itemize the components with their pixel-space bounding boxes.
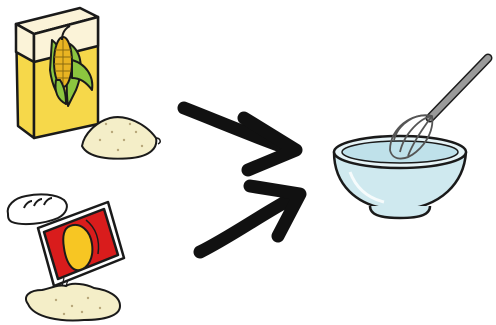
arrow-top	[184, 108, 296, 170]
glass-bowl-icon	[334, 136, 466, 218]
yeast-pile-icon	[26, 278, 120, 320]
arrow-bottom	[200, 186, 300, 252]
